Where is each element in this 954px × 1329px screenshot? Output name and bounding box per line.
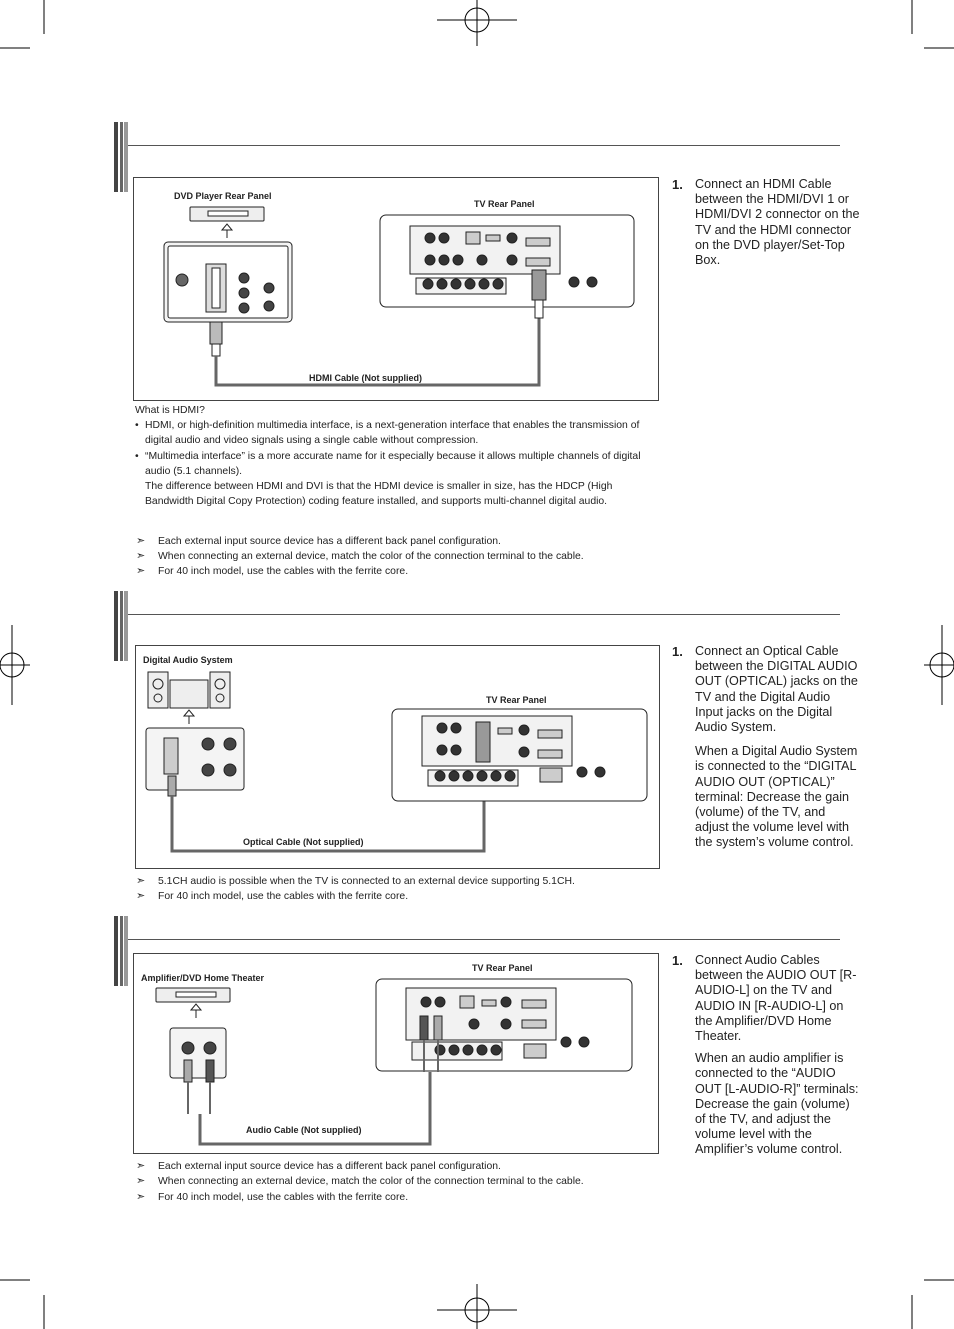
audio-cable-label: Audio Cable (Not supplied) xyxy=(246,1125,362,1135)
amplifier-label: Amplifier/DVD Home Theater xyxy=(141,973,265,983)
note-2-2: ➣For 40 inch model, use the cables with … xyxy=(136,890,409,902)
what-is-hdmi-title: What is HDMI? xyxy=(135,405,205,416)
step-text-3: Connect Audio Cables between the AUDIO O… xyxy=(695,953,857,1044)
note-1-1: ➣Each external input source device has a… xyxy=(136,535,501,547)
note-3-3: ➣For 40 inch model, use the cables with … xyxy=(136,1191,409,1203)
step-number-2: 1. xyxy=(672,644,683,659)
audio-connection-figure: Amplifier/DVD Home Theater TV Rear Panel… xyxy=(133,953,659,1154)
digital-audio-system-label: Digital Audio System xyxy=(143,655,233,665)
tv-rear-panel-label-2: TV Rear Panel xyxy=(486,695,547,705)
hdmi-bullet-2: •“Multimedia interface” is a more accura… xyxy=(135,450,641,477)
tv-rear-panel-label-3: TV Rear Panel xyxy=(472,963,533,973)
what-is-hdmi-block: What is HDMI? •HDMI, or high-definition … xyxy=(135,403,660,509)
section-3-header-bar xyxy=(114,916,128,986)
step-text-2: Connect an Optical Cable between the DIG… xyxy=(695,644,858,735)
tv-rear-panel-label: TV Rear Panel xyxy=(474,199,535,209)
note-3-2: ➣When connecting an external device, mat… xyxy=(136,1175,584,1187)
note-1-3: ➣For 40 inch model, use the cables with … xyxy=(136,565,409,577)
note-1-2: ➣When connecting an external device, mat… xyxy=(136,550,584,562)
section-3-header-line xyxy=(128,939,840,940)
note-3-1: ➣Each external input source device has a… xyxy=(136,1160,501,1172)
hdmi-bullet-2-cont: The difference between HDMI and DVI is t… xyxy=(145,481,613,508)
section-2-header-line xyxy=(128,614,840,615)
hdmi-cable-label: HDMI Cable (Not supplied) xyxy=(309,373,422,383)
hdmi-bullet-1: •HDMI, or high-definition multimedia int… xyxy=(135,420,640,447)
step-text-3b: When an audio amplifier is connected to … xyxy=(695,1051,859,1157)
section-2-header-bar xyxy=(114,591,128,661)
step-text-3-wrap: Connect Audio Cables between the AUDIO O… xyxy=(695,953,860,1158)
section-1-header-line xyxy=(128,145,840,146)
hdmi-connection-figure: DVD Player Rear Panel TV Rear Panel HDMI… xyxy=(133,177,659,401)
step-text: Connect an HDMI Cable between the HDMI/D… xyxy=(695,177,860,268)
optical-diagram xyxy=(145,671,648,853)
section-1-header-bar xyxy=(114,122,128,192)
step-number: 1. xyxy=(672,177,683,192)
audio-diagram xyxy=(155,978,633,1146)
step-text-2-wrap: Connect an Optical Cable between the DIG… xyxy=(695,644,860,851)
note-2-1: ➣5.1CH audio is possible when the TV is … xyxy=(136,875,575,887)
optical-cable-label: Optical Cable (Not supplied) xyxy=(243,837,364,847)
dvd-player-label: DVD Player Rear Panel xyxy=(174,191,272,201)
step-number-3: 1. xyxy=(672,953,683,968)
step-text-2b: When a Digital Audio System is connected… xyxy=(695,744,858,850)
hdmi-diagram xyxy=(163,206,635,387)
optical-connection-figure: Digital Audio System TV Rear Panel Optic… xyxy=(135,645,660,869)
